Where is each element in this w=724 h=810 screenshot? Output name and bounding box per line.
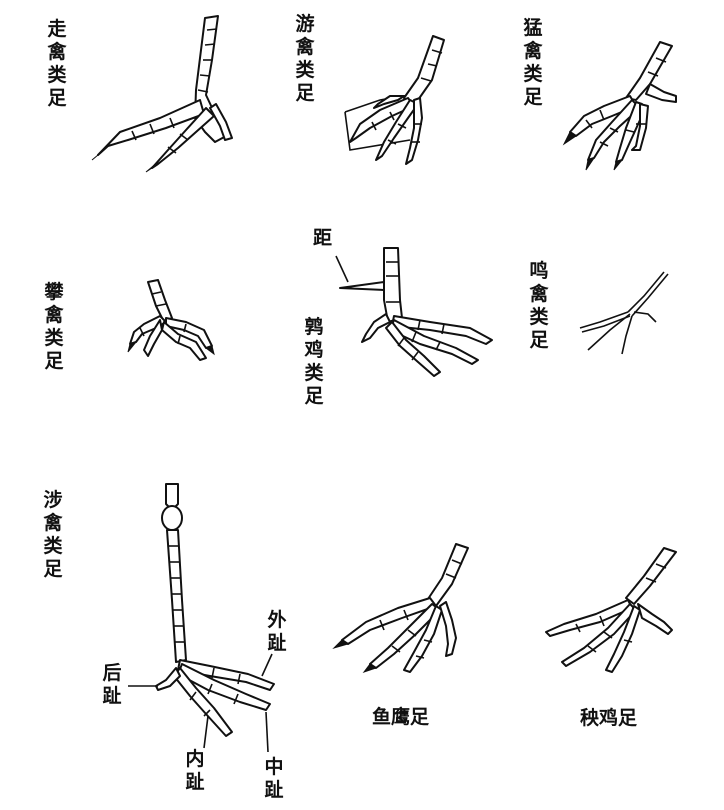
- label-pheasant: 鹑 鸡 类 足: [304, 316, 324, 407]
- walking-bird-foot: [91, 15, 233, 173]
- label-middle-toe: 中 趾: [264, 756, 284, 801]
- pheasant-foot: [335, 247, 493, 377]
- label-outer-toe: 外 趾: [267, 609, 287, 654]
- swimming-bird-foot: [344, 35, 445, 165]
- label-songbird: 鸣 禽 类 足: [529, 260, 549, 351]
- rail-foot: [545, 547, 677, 673]
- wading-bird-foot: [155, 483, 275, 737]
- label-swimming-bird: 游 禽 类 足: [295, 13, 315, 104]
- label-hind-toe: 后 趾: [102, 662, 122, 707]
- label-spur: 距: [313, 227, 333, 249]
- label-wading-bird: 涉 禽 类 足: [43, 489, 63, 580]
- label-rail: 秧鸡足: [580, 707, 638, 729]
- raptor-foot: [562, 41, 677, 171]
- songbird-foot: [579, 271, 669, 355]
- label-inner-toe: 内 趾: [185, 748, 205, 793]
- climbing-bird-foot: [127, 279, 215, 361]
- toe-pointer-lines: [128, 653, 273, 753]
- osprey-foot: [332, 543, 469, 673]
- label-climbing-bird: 攀 禽 类 足: [44, 281, 64, 372]
- label-raptor: 猛 禽 类 足: [523, 17, 543, 108]
- label-walking-bird: 走 禽 类 足: [47, 18, 67, 109]
- label-osprey: 鱼鹰足: [372, 706, 430, 728]
